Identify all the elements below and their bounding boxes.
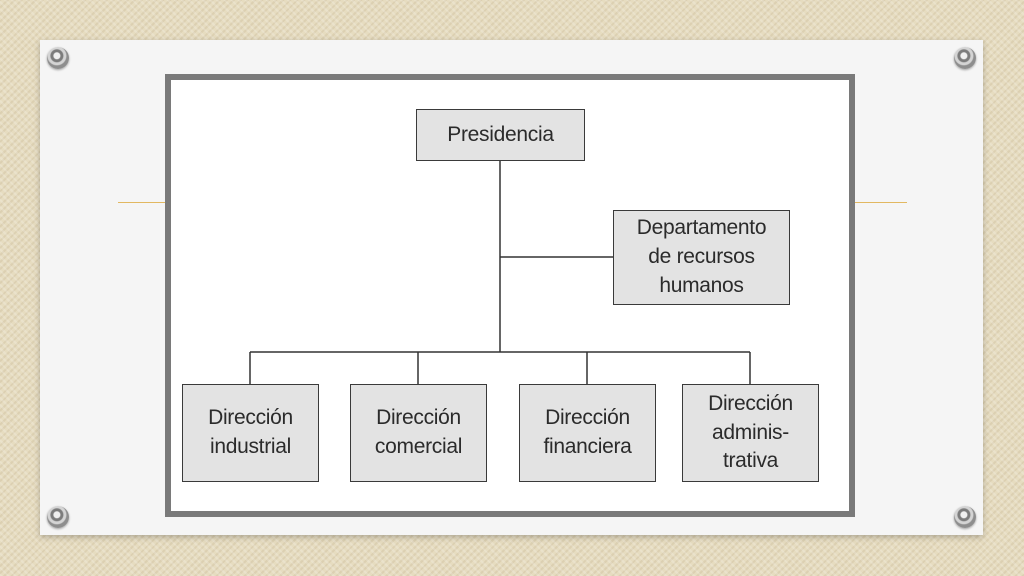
node-direccion-financiera: Dirección financiera <box>519 384 656 482</box>
grommet-bottom-left-icon <box>47 506 69 528</box>
node-presidencia: Presidencia <box>416 109 585 161</box>
grommet-bottom-right-icon <box>954 506 976 528</box>
node-direccion-administrativa: Dirección adminis- trativa <box>682 384 819 482</box>
node-direccion-comercial: Dirección comercial <box>350 384 487 482</box>
node-recursos-humanos: Departamento de recursos humanos <box>613 210 790 305</box>
accent-line-left <box>118 202 168 203</box>
grommet-top-left-icon <box>47 47 69 69</box>
accent-line-right <box>854 202 907 203</box>
node-direccion-industrial: Dirección industrial <box>182 384 319 482</box>
grommet-top-right-icon <box>954 47 976 69</box>
